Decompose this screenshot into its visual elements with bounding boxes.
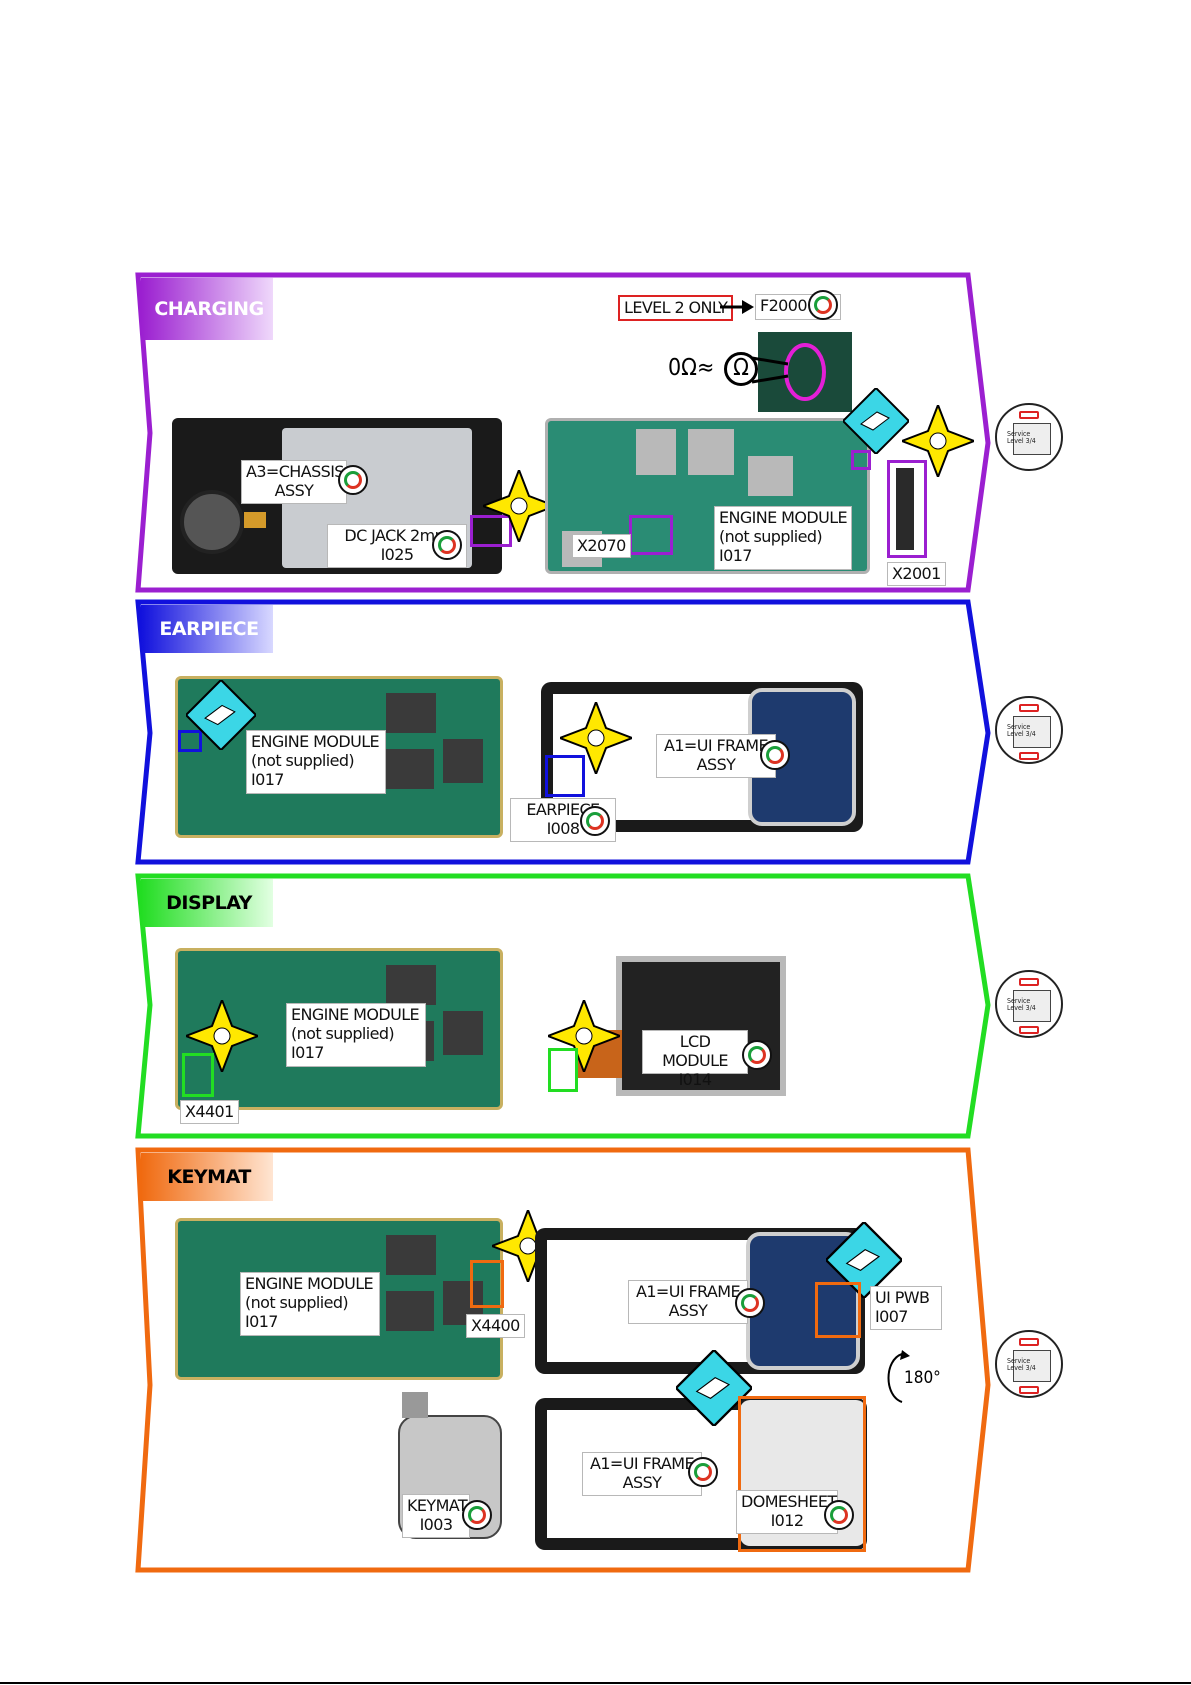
keymat-flex bbox=[402, 1392, 428, 1418]
level-2-only-label: LEVEL 2 ONLY bbox=[618, 295, 734, 321]
x4400-label: X4400 bbox=[466, 1314, 525, 1338]
earpiece-frame bbox=[135, 599, 991, 865]
x2001-connector bbox=[896, 468, 914, 550]
domesheet-highlight bbox=[738, 1396, 866, 1552]
recycle-icon bbox=[735, 1288, 765, 1318]
x2001-label: X2001 bbox=[887, 562, 946, 586]
recycle-icon bbox=[432, 530, 462, 560]
recycle-icon bbox=[808, 290, 838, 320]
earpiece-highlight bbox=[545, 755, 585, 797]
rotate-label: 180° bbox=[904, 1368, 941, 1388]
ui-pwb-highlight bbox=[815, 1282, 861, 1338]
service-box-icon: Service Level 3/4 bbox=[995, 403, 1063, 471]
recycle-icon bbox=[462, 1500, 492, 1530]
engine-module-label: ENGINE MODULE (not supplied) I017 bbox=[714, 506, 852, 570]
fuse-highlight-oval bbox=[784, 343, 826, 401]
rotate-icon bbox=[887, 1350, 910, 1403]
probe-lines bbox=[752, 356, 789, 384]
x2001-highlight bbox=[887, 460, 927, 558]
ui-frame-label: A1=UI FRAME ASSY bbox=[656, 734, 776, 778]
service-box-icon: Service Level 3/4 bbox=[995, 1330, 1063, 1398]
chassis-assy-label: A3=CHASSIS ASSY bbox=[241, 460, 347, 504]
esd-warning-icon bbox=[560, 702, 632, 774]
earpiece-title: EARPIECE bbox=[159, 618, 259, 640]
footer-rule bbox=[0, 1682, 1191, 1684]
dc-jack-highlight bbox=[470, 515, 512, 547]
lcd-connector-highlight bbox=[548, 1048, 578, 1092]
x2070-highlight bbox=[629, 515, 673, 555]
service-box-icon: Service Level 3/4 bbox=[995, 970, 1063, 1038]
hand-tool-icon bbox=[843, 388, 909, 454]
esd-warning-icon bbox=[483, 470, 555, 542]
display-frame bbox=[135, 873, 991, 1139]
service-box-icon: Service Level 3/4 bbox=[995, 696, 1063, 764]
x4400-highlight bbox=[470, 1260, 504, 1308]
recycle-icon bbox=[338, 465, 368, 495]
recycle-icon bbox=[688, 1457, 718, 1487]
ui-pwb-label: UI PWB I007 bbox=[870, 1286, 942, 1330]
chassis-orange-contact bbox=[244, 512, 266, 528]
ui-frame-label: A1=UI FRAME ASSY bbox=[628, 1280, 748, 1324]
lcd-module-label: LCD MODULE I014 bbox=[642, 1030, 748, 1089]
esd-warning-icon bbox=[186, 1000, 258, 1072]
hand-tool-icon bbox=[826, 1222, 902, 1298]
charging-title: CHARGING bbox=[154, 298, 264, 320]
keymat-title: KEYMAT bbox=[167, 1166, 251, 1188]
engine-module-label: ENGINE MODULE (not supplied) I017 bbox=[240, 1272, 380, 1336]
keymat-label: KEYMAT I003 bbox=[402, 1494, 470, 1538]
speaker-image bbox=[180, 490, 244, 554]
ohm-text: 0Ω≈ bbox=[668, 355, 715, 381]
display-title: DISPLAY bbox=[166, 892, 252, 914]
earpiece-label: EARPIECE I008 bbox=[510, 798, 616, 842]
earpiece-contact-highlight bbox=[178, 730, 202, 752]
recycle-icon bbox=[824, 1500, 854, 1530]
esd-warning-icon bbox=[902, 405, 974, 477]
domesheet-label: DOMESHEET I012 bbox=[736, 1490, 838, 1534]
keymat-frame bbox=[135, 1147, 991, 1573]
hand-tool-icon bbox=[676, 1350, 752, 1426]
ohmmeter-icon: Ω bbox=[724, 352, 758, 386]
esd-warning-icon bbox=[548, 1000, 620, 1072]
hand-tool-icon bbox=[186, 680, 256, 750]
fuse-highlight bbox=[851, 450, 871, 470]
charging-frame bbox=[135, 272, 991, 593]
x4401-label: X4401 bbox=[180, 1100, 239, 1124]
arrow-icon bbox=[720, 300, 754, 314]
engine-module-label: ENGINE MODULE (not supplied) I017 bbox=[246, 730, 386, 794]
engine-module-label: ENGINE MODULE (not supplied) I017 bbox=[286, 1003, 426, 1067]
recycle-icon bbox=[742, 1040, 772, 1070]
recycle-icon bbox=[580, 806, 610, 836]
recycle-icon bbox=[760, 740, 790, 770]
x2070-label: X2070 bbox=[572, 534, 631, 558]
ui-frame-label: A1=UI FRAME ASSY bbox=[582, 1452, 702, 1496]
x4401-highlight bbox=[182, 1053, 214, 1097]
